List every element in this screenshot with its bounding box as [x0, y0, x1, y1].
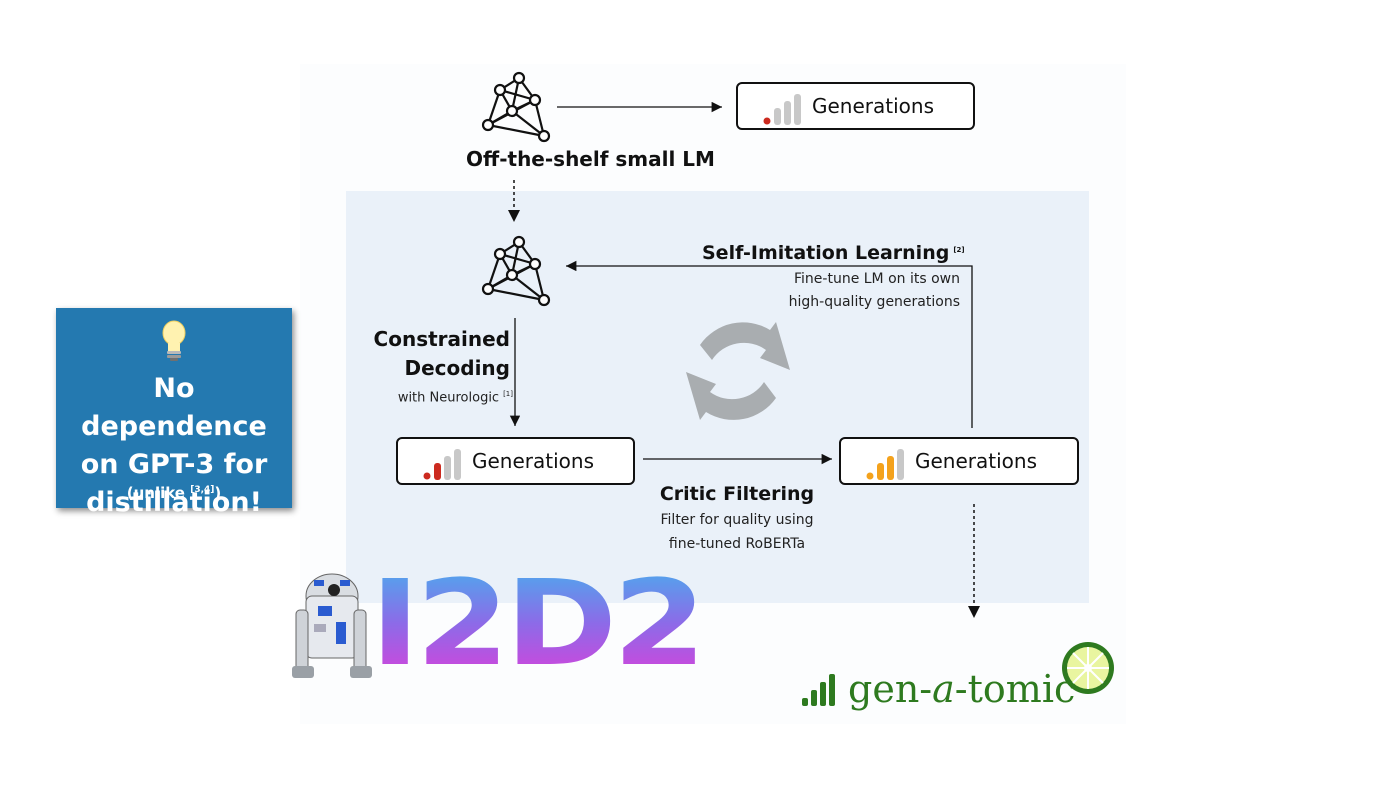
self-imitation-desc-line1: Fine-tune LM on its own: [794, 271, 960, 287]
quality-bars-icon-low: [763, 94, 801, 125]
network-icon-top: [481, 71, 551, 143]
generations-label: Generations: [915, 449, 1037, 473]
quality-bars-icon-red: [423, 449, 461, 480]
generations-box-filtered: Generations: [839, 437, 1079, 485]
genatomic-logo: gen-a-tomic: [802, 642, 1114, 711]
off-the-shelf-lm-label: Off-the-shelf small LM: [466, 147, 715, 171]
quality-bars-icon-orange: [866, 449, 904, 480]
arrow-self-imitation: [566, 260, 973, 428]
note-sub-text: (unlike [3,4]): [126, 484, 222, 502]
self-imitation-desc-line2: high-quality generations: [788, 294, 960, 310]
network-icon-loop: [481, 235, 551, 307]
critic-filtering-desc-line1: Filter for quality using: [660, 512, 814, 528]
constrained-decoding-title-line2: Decoding: [404, 356, 511, 380]
lightbulb-icon: [162, 320, 186, 361]
critic-filtering-desc-line2: fine-tuned RoBERTa: [668, 536, 806, 552]
constrained-decoding-desc: with Neurologic[1]: [397, 390, 513, 406]
i2d2-logo-text: I2D2: [370, 560, 702, 680]
i2d2-logo: I2D2: [370, 560, 706, 680]
genatomic-text: gen-a-tomic: [848, 667, 1075, 711]
no-gpt3-note: No dependence on GPT-3 for distillation!…: [56, 308, 292, 518]
generations-label: Generations: [812, 94, 934, 118]
constrained-decoding-title-line1: Constrained: [373, 327, 510, 351]
generations-label: Generations: [472, 449, 594, 473]
robot-icon: [292, 573, 372, 678]
generations-box-raw: Generations: [396, 437, 635, 485]
self-imitation-cite: [2]: [953, 245, 965, 254]
neurologic-cite: [1]: [503, 390, 513, 398]
generations-box-baseline: Generations: [736, 82, 975, 130]
critic-filtering-title: Critic Filtering: [659, 483, 815, 505]
cycle-arrows-icon: [686, 322, 790, 420]
self-imitation-title: Self-Imitation Learning[2]: [702, 242, 965, 264]
lime-icon: [1062, 642, 1114, 694]
note-main-text: No dependence on GPT-3 for distillation!: [80, 373, 268, 518]
